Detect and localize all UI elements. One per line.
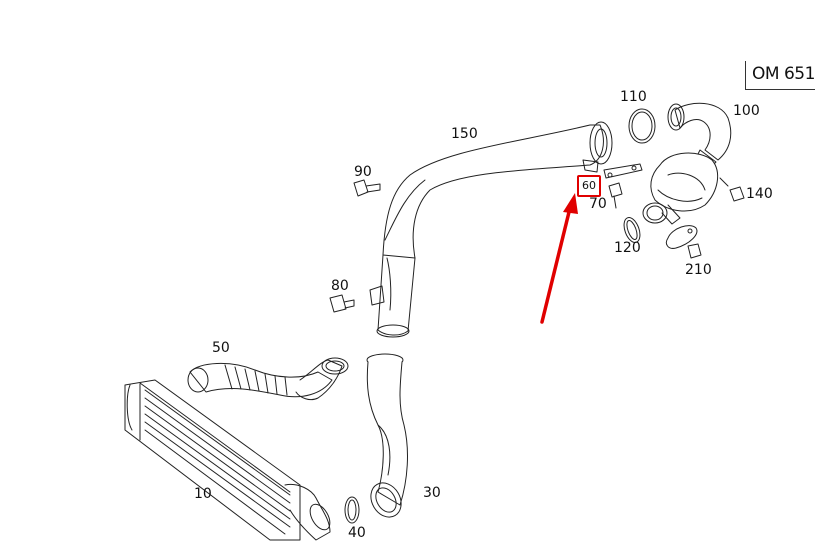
part-label-100[interactable]: 100 <box>733 103 760 119</box>
part-label-50[interactable]: 50 <box>212 340 230 356</box>
part-label-10[interactable]: 10 <box>194 486 212 502</box>
part-label-90[interactable]: 90 <box>354 164 372 180</box>
elbow-100[interactable] <box>667 102 732 169</box>
bolt-80[interactable] <box>329 294 355 313</box>
part-label-70[interactable]: 70 <box>589 196 607 212</box>
pointer-arrow <box>540 193 578 324</box>
seal-ring-40[interactable] <box>344 496 360 524</box>
intercooler-10[interactable] <box>124 379 334 541</box>
part-label-40[interactable]: 40 <box>348 525 366 541</box>
part-label-140[interactable]: 140 <box>746 186 773 202</box>
part-label-80[interactable]: 80 <box>331 278 349 294</box>
engine-code-label: OM 651 <box>752 64 815 84</box>
bolt-90[interactable] <box>353 179 381 197</box>
seal-ring-110[interactable] <box>628 108 656 144</box>
part-label-210[interactable]: 210 <box>685 262 712 278</box>
bolt-70[interactable] <box>608 182 623 209</box>
bolt-140[interactable] <box>719 177 745 202</box>
highlighted-part-60[interactable]: 60 <box>577 175 601 197</box>
hose-30[interactable] <box>365 353 408 523</box>
gasket-plate[interactable] <box>603 163 643 179</box>
engine-code-frame <box>745 61 815 90</box>
part-label-150[interactable]: 150 <box>451 126 478 142</box>
part-label-110[interactable]: 110 <box>620 89 647 105</box>
part-label-30[interactable]: 30 <box>423 485 441 501</box>
charge-pipe-150[interactable] <box>369 121 613 338</box>
gasket-210[interactable] <box>665 225 702 259</box>
seal-ring-120[interactable] <box>621 215 643 244</box>
hose-50[interactable] <box>187 357 349 401</box>
part-label-120[interactable]: 120 <box>614 240 641 256</box>
throttle-housing[interactable] <box>642 152 719 225</box>
